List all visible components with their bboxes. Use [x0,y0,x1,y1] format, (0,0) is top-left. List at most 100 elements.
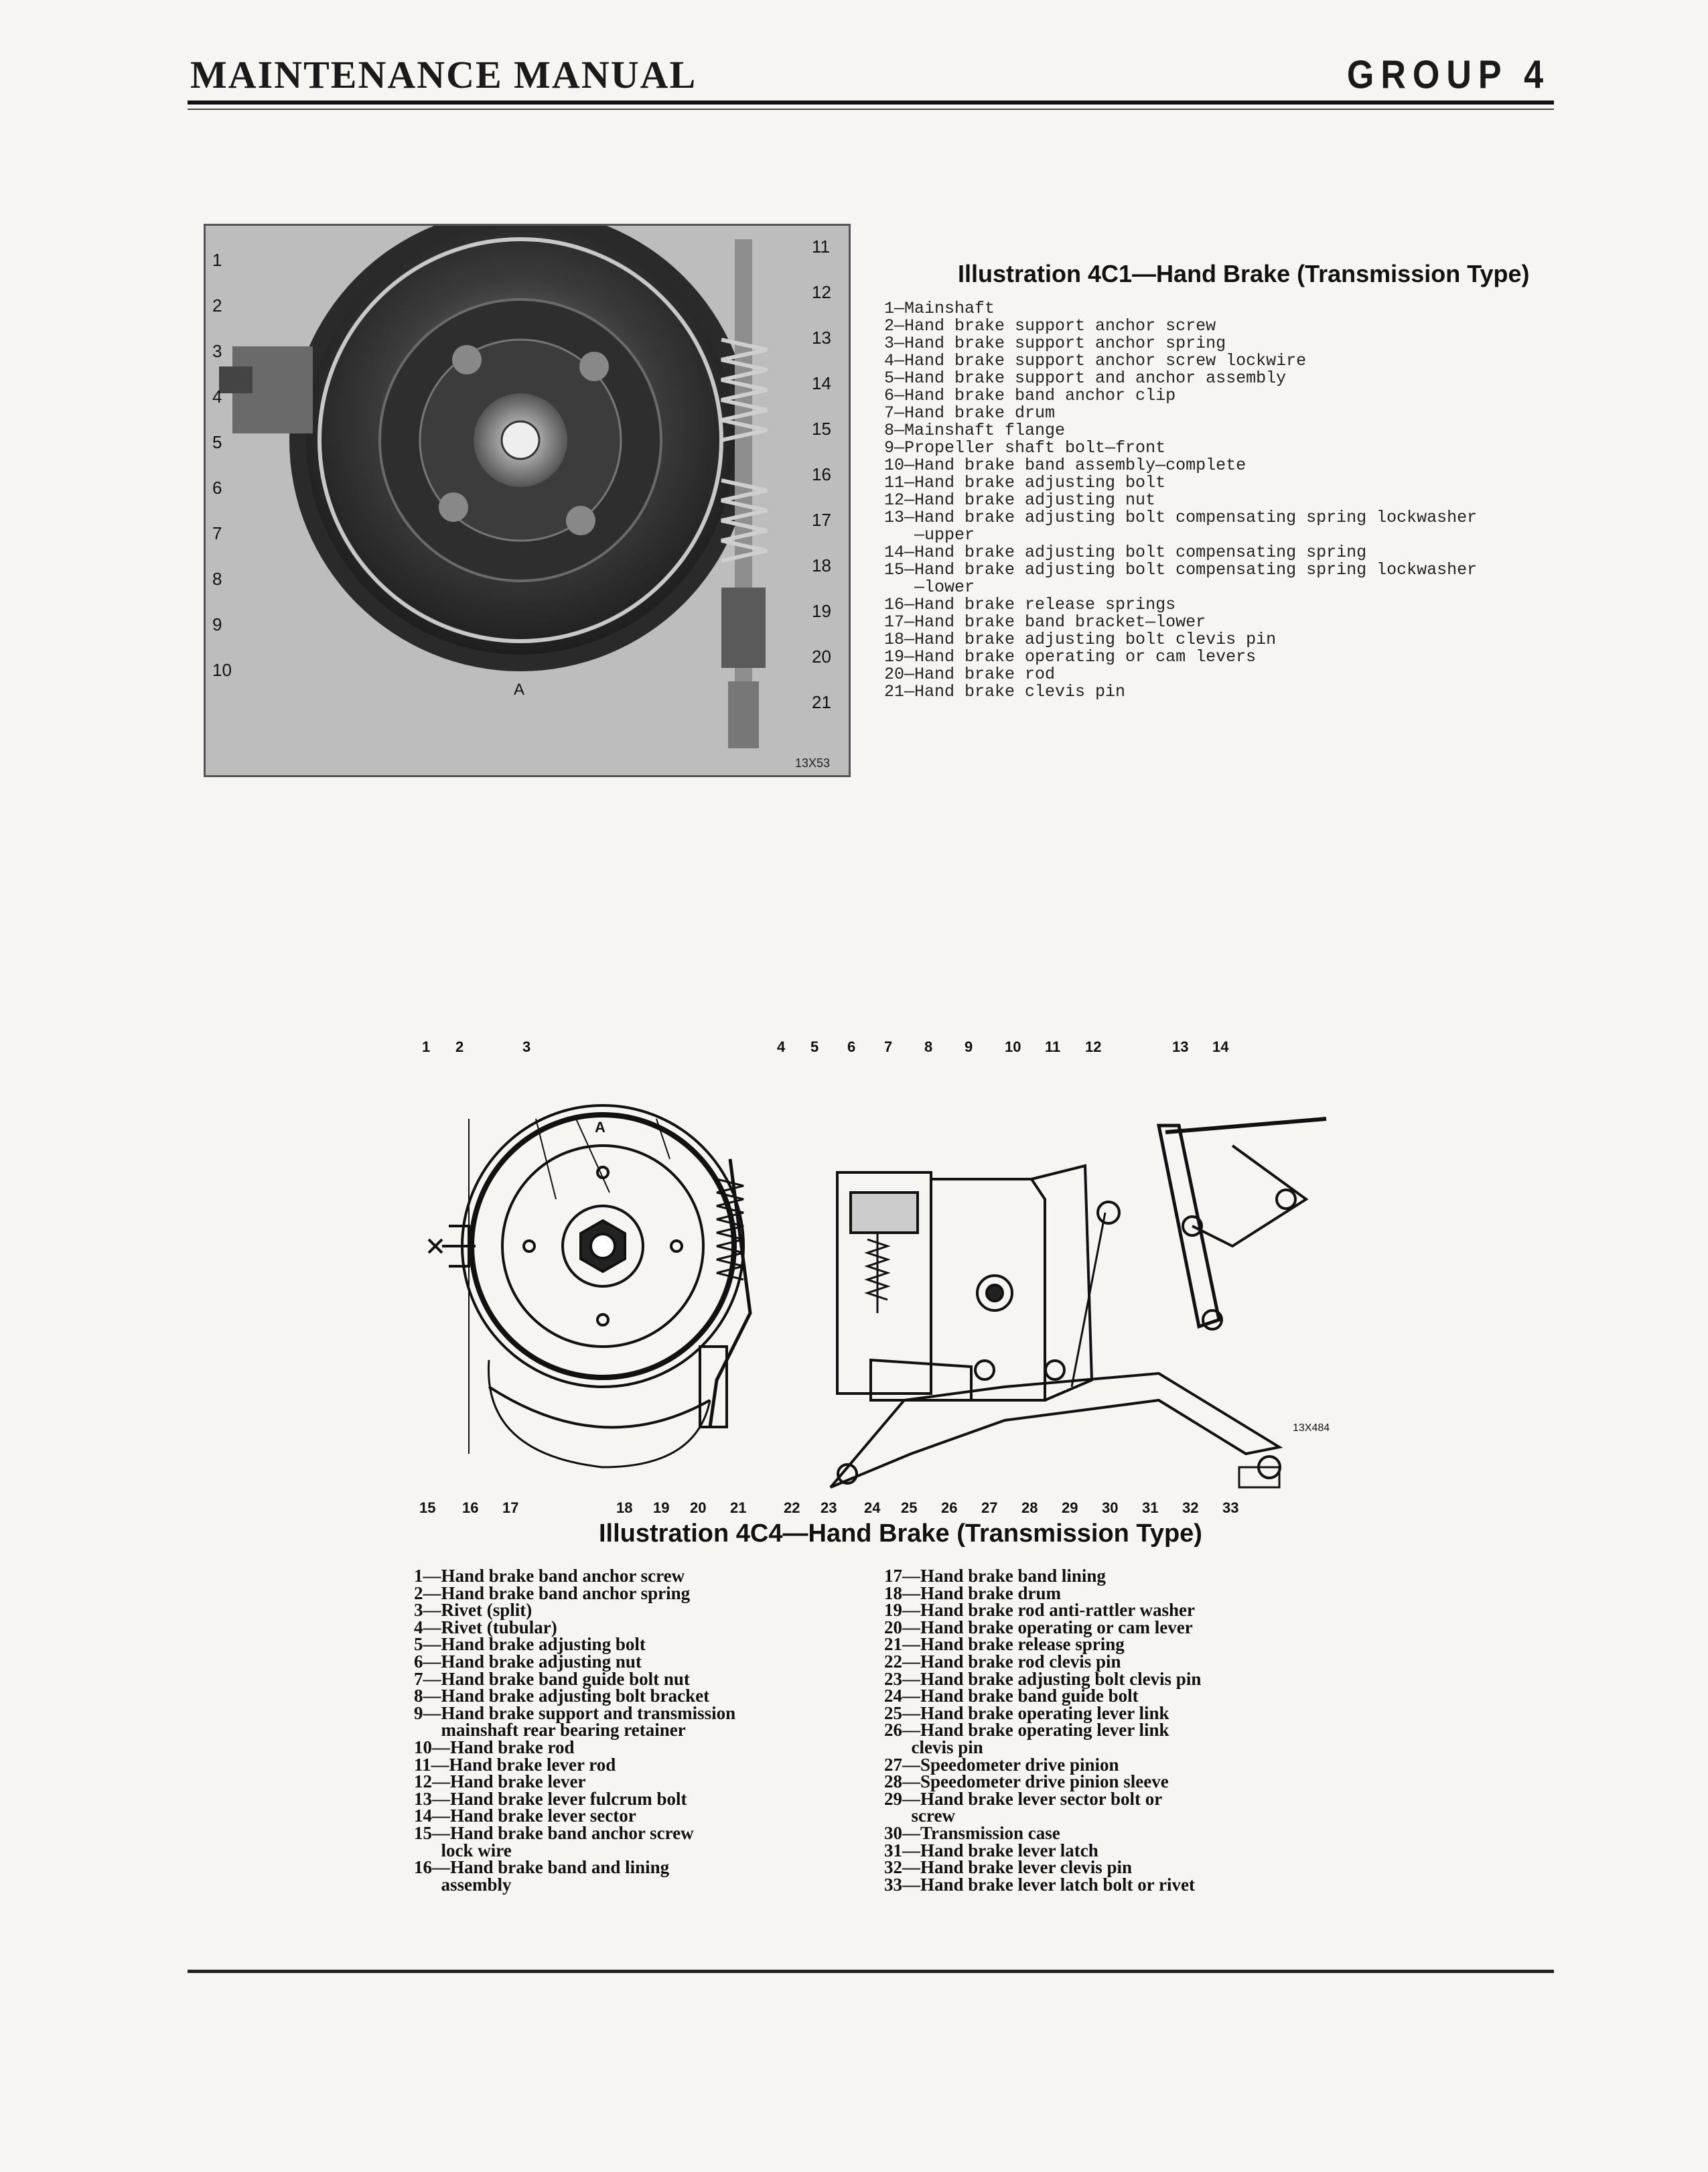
legend-item: 19—Hand brake operating or cam levers [884,647,1257,667]
callout-number: 6 [847,1038,855,1055]
legend-item: 24—Hand brake band guide bolt [884,1686,1139,1706]
callout-number: 25 [901,1499,917,1516]
drawing-letter: A [595,1119,606,1136]
drawing-number: 13X484 [1293,1422,1330,1434]
callout-number: 10 [212,660,232,680]
group-label: GROUP 4 [1346,52,1550,98]
legend-item: 19—Hand brake rod anti-rattler washer [884,1600,1195,1621]
legend-item: 30—Transmission case [884,1822,1060,1843]
legend-item: 9—Propeller shaft bolt—front [884,438,1166,458]
manual-title: MAINTENANCE MANUAL [190,53,697,96]
legend-item: 4—Hand brake support anchor screw lockwi… [884,351,1307,370]
callout-number: 11 [812,236,830,257]
callout-number: 30 [1102,1499,1118,1516]
legend-item: 16—Hand brake release springs [884,595,1176,614]
legend-item: 6—Hand brake band anchor clip [884,386,1176,405]
callout-number: 14 [1212,1038,1229,1055]
callout-number: 17 [502,1499,518,1516]
callout-number: 13 [812,328,831,348]
legend-item: 7—Hand brake band guide bolt nut [414,1668,690,1689]
legend-item: 32—Hand brake lever clevis pin [884,1857,1133,1878]
legend-item: lock wire [414,1840,512,1860]
legend-item: 1—Mainshaft [884,299,995,318]
callout-number: 19 [812,601,831,621]
legend-item: 12—Hand brake adjusting nut [884,490,1156,510]
legend-item: 16—Hand brake band and lining [414,1857,670,1878]
legend-item: 23—Hand brake adjusting bolt clevis pin [884,1668,1202,1689]
callout-number: 9 [965,1038,973,1055]
legend-item: 3—Hand brake support anchor spring [884,334,1226,353]
callout-number: 27 [981,1499,997,1516]
callout-number: 3 [212,341,222,361]
callout-number: 10 [1005,1038,1021,1055]
legend-item: screw [884,1806,955,1826]
photo-letter: A [514,681,524,699]
callout-number: 9 [212,614,222,634]
legend-item: 18—Hand brake drum [884,1582,1062,1603]
callout-number: 21 [812,692,831,712]
callout-number: 7 [212,523,222,543]
legend-item: 21—Hand brake clevis pin [884,682,1126,701]
legend-item: 15—Hand brake band anchor screw [414,1822,694,1843]
callout-number: 20 [690,1499,706,1516]
legend-item: 6—Hand brake adjusting nut [414,1651,642,1672]
figure1-title: Illustration 4C1—Hand Brake (Transmissio… [958,260,1530,287]
callout-number: 4 [212,387,222,407]
callout-number: 3 [522,1038,530,1055]
legend-item: 18—Hand brake adjusting bolt clevis pin [884,630,1277,649]
legend-item: 5—Hand brake adjusting bolt [414,1634,646,1655]
callout-number: 2 [455,1038,464,1055]
legend-item: 17—Hand brake band lining [884,1566,1106,1586]
callout-number: 12 [1085,1038,1101,1055]
callout-number: 8 [212,569,222,589]
callout-number: 8 [924,1038,932,1055]
legend-item: 25—Hand brake operating lever link [884,1702,1169,1723]
callout-number: 23 [821,1499,837,1516]
legend-item: —upper [884,525,975,545]
callout-number: 13 [1172,1038,1188,1055]
legend-item: 7—Hand brake drum [884,403,1056,423]
callout-number: 6 [212,478,222,498]
callout-number: 32 [1182,1499,1198,1516]
callout-number: 15 [419,1499,435,1516]
callout-number: 1 [422,1038,430,1055]
legend-item: 20—Hand brake operating or cam lever [884,1617,1193,1637]
legend-item: 9—Hand brake support and transmission [414,1702,736,1723]
legend-item: 14—Hand brake adjusting bolt compensatin… [884,543,1367,562]
callout-number: 33 [1222,1499,1238,1516]
callout-number: 5 [212,432,222,452]
legend-item: 22—Hand brake rod clevis pin [884,1651,1121,1672]
legend-item: assembly [414,1874,512,1895]
callout-number: 12 [812,282,831,302]
header-rule-thin [188,109,1554,110]
legend-item: 13—Hand brake lever fulcrum bolt [414,1788,687,1809]
callout-number: 20 [812,647,831,667]
legend-item: 20—Hand brake rod [884,665,1056,684]
callout-number: 31 [1142,1499,1158,1516]
callout-number: 24 [864,1499,881,1516]
callout-number: 22 [784,1499,800,1516]
callout-number: 18 [616,1499,632,1516]
callout-number: 18 [812,555,831,575]
callout-number: 14 [812,373,831,393]
legend-item: 21—Hand brake release spring [884,1634,1125,1655]
callout-number: 16 [812,464,831,484]
callout-number: 19 [653,1499,669,1516]
legend-item: 29—Hand brake lever sector bolt or [884,1788,1163,1809]
legend-item: clevis pin [884,1737,983,1757]
callout-number: 5 [810,1038,819,1055]
legend-item: 2—Hand brake band anchor spring [414,1582,691,1603]
legend-item: 10—Hand brake band assembly—complete [884,456,1247,475]
callout-number: 7 [884,1038,892,1055]
callout-number: 4 [777,1038,786,1055]
callout-number: 21 [730,1499,746,1516]
legend-item: 4—Rivet (tubular) [414,1617,557,1637]
legend-item: 2—Hand brake support anchor screw [884,316,1216,336]
legend-item: 10—Hand brake rod [414,1737,575,1757]
legend-item: 13—Hand brake adjusting bolt compensatin… [884,508,1478,527]
header-rule [188,100,1554,105]
